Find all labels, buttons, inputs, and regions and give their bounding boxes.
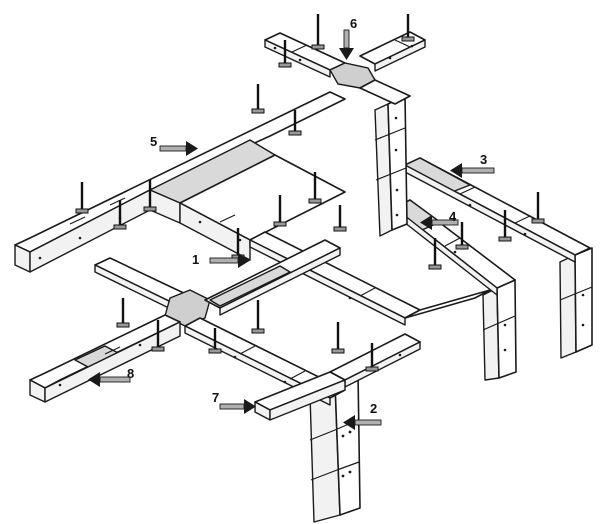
vertical-drop-right-inner <box>482 279 517 381</box>
end-cap-7 <box>254 371 346 421</box>
label-5: 5 <box>150 134 157 149</box>
tray-run-3 <box>404 157 591 263</box>
vertical-riser-6 <box>374 95 408 237</box>
callout-1: 1 <box>192 252 250 268</box>
callout-3: 3 <box>450 152 495 178</box>
callout-6: 6 <box>339 16 357 60</box>
callout-5: 5 <box>150 134 198 156</box>
label-4: 4 <box>449 209 457 224</box>
label-6: 6 <box>350 16 357 31</box>
tray-run-8 <box>29 314 181 403</box>
lower-cross <box>94 239 341 327</box>
callout-8: 8 <box>88 366 134 387</box>
label-3: 3 <box>480 152 487 167</box>
callout-7: 7 <box>212 390 256 414</box>
label-2: 2 <box>370 401 377 416</box>
label-8: 8 <box>127 366 134 381</box>
tray-run-5 <box>14 91 346 273</box>
callout-2: 2 <box>343 401 382 430</box>
vertical-drop-right-outer <box>559 247 593 359</box>
label-1: 1 <box>192 252 199 267</box>
label-7: 7 <box>212 390 219 405</box>
callout-4: 4 <box>420 209 459 230</box>
vertical-drop-2 <box>309 371 361 523</box>
